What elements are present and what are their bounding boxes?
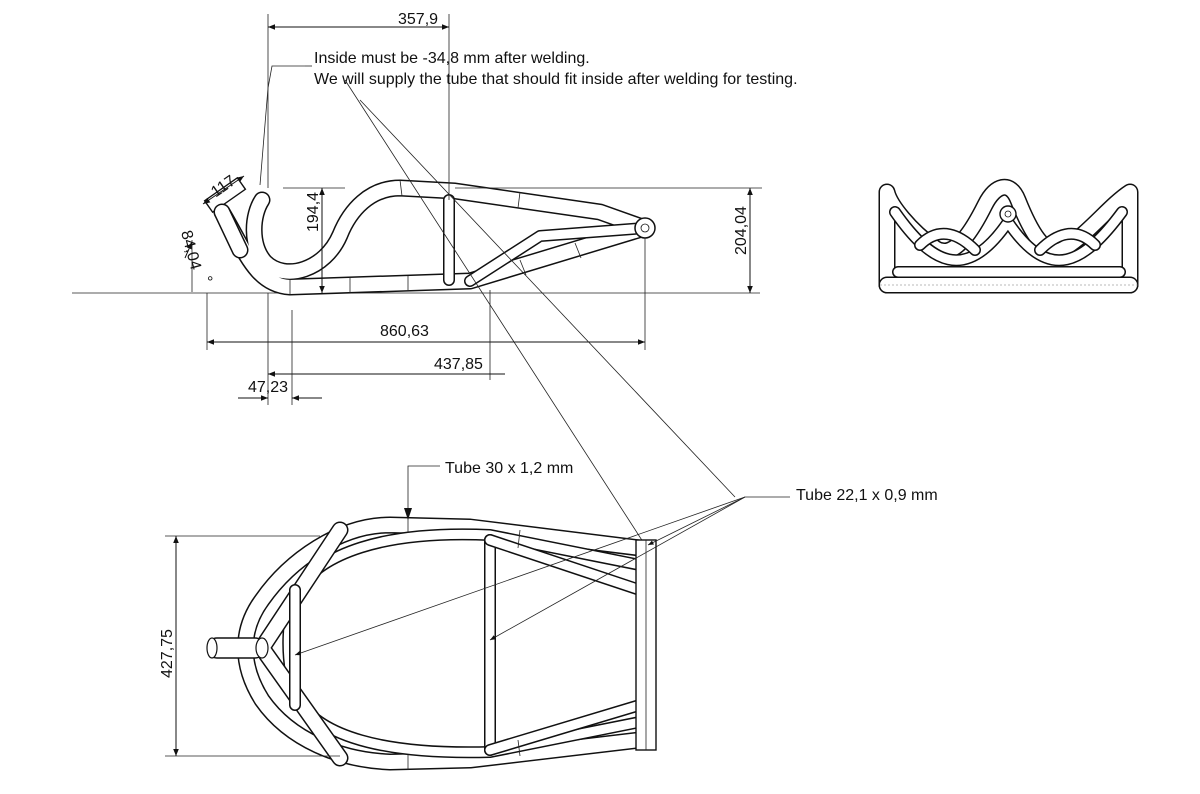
dim-860-63: 860,63 <box>380 323 429 340</box>
dim-84-04: 84,04 <box>177 229 204 272</box>
front-view <box>878 179 1140 294</box>
dim-204-04: 204,04 <box>733 206 750 255</box>
dim-47-23: 47,23 <box>248 379 288 396</box>
callout-tube-large: Tube 30 x 1,2 mm <box>445 460 573 477</box>
rear-axle <box>634 217 656 239</box>
side-view: 357,9 117 194,4 204,04 84,04 ° 860,63 43… <box>72 11 762 405</box>
dim-427-75: 427,75 <box>159 629 176 678</box>
callout-tube-small: Tube 22,1 x 0,9 mm <box>796 487 938 504</box>
note-line-1: Inside must be -34,8 mm after welding. <box>314 50 590 67</box>
dim-357-9: 357,9 <box>398 11 438 28</box>
dim-437-85: 437,85 <box>434 356 483 373</box>
dim-degree: ° <box>207 274 213 291</box>
note-line-2: We will supply the tube that should fit … <box>314 71 798 88</box>
top-view: 427,75 Tube 30 x 1,2 mm Tube 22,1 x 0,9 … <box>159 460 938 771</box>
dim-194-4: 194,4 <box>305 192 322 232</box>
front-axle <box>999 205 1017 223</box>
